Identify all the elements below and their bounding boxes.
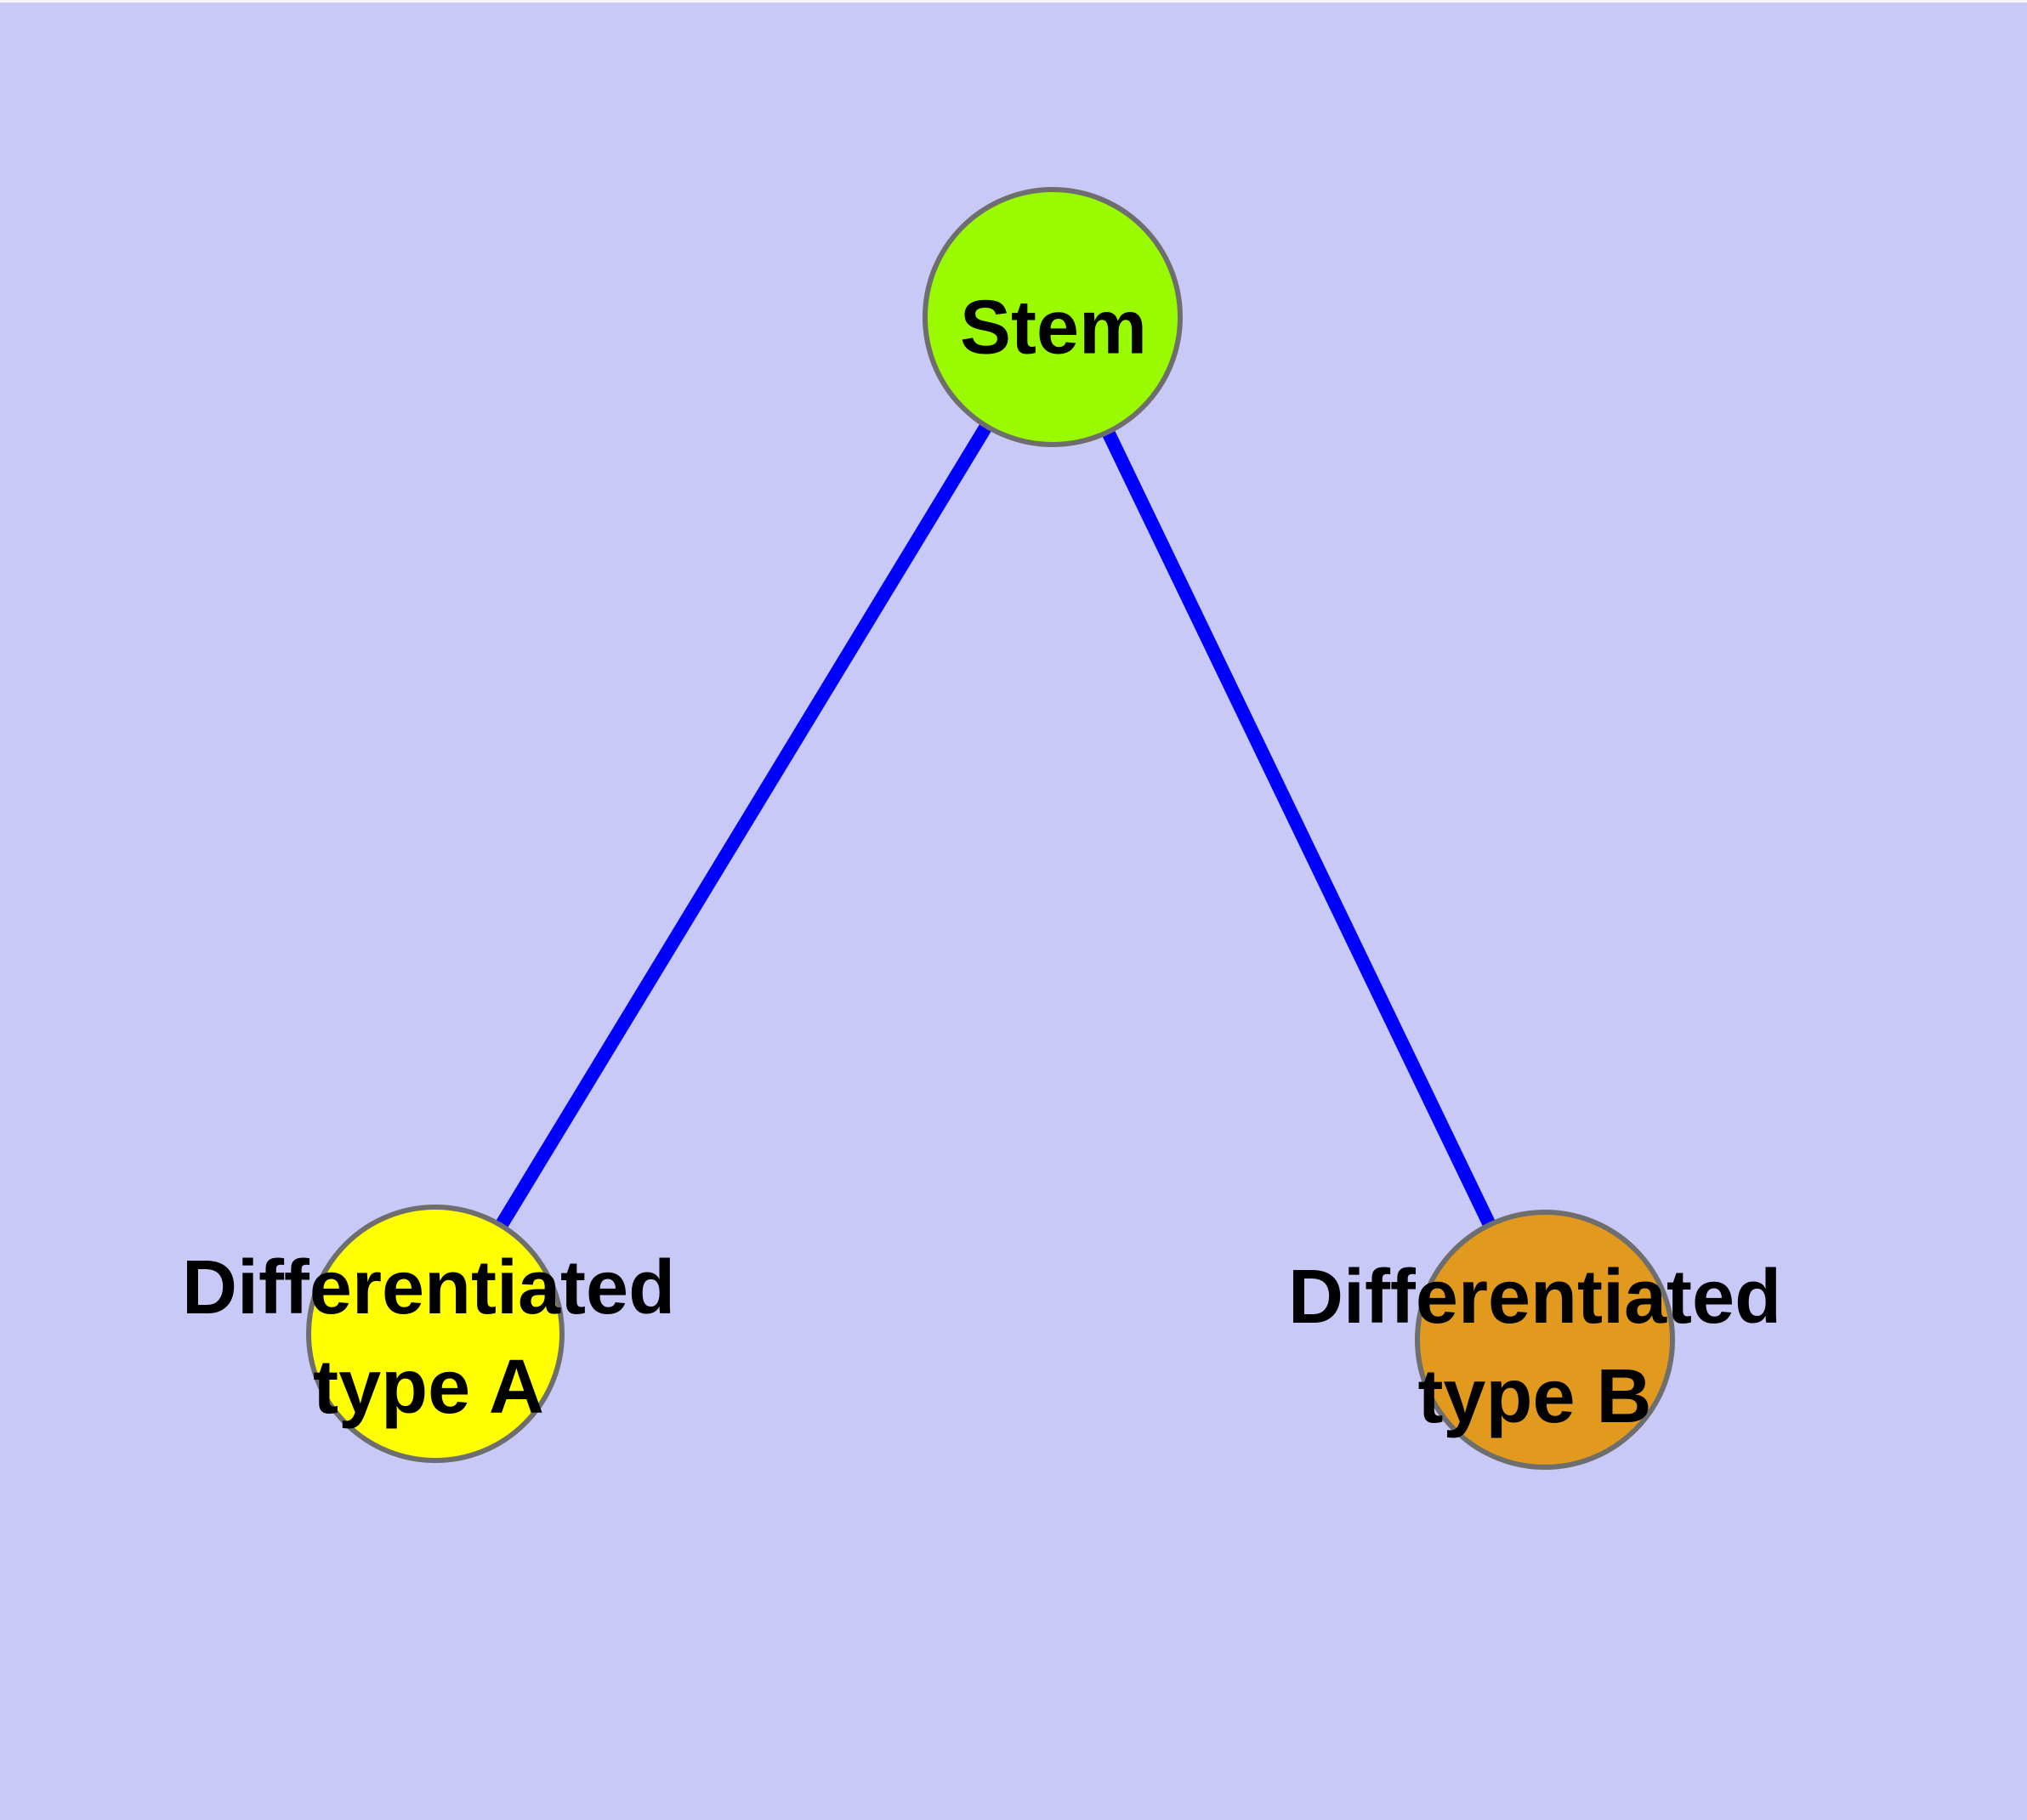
edge-stem-to-differentiated-type-b [1046, 314, 1552, 1343]
node-differentiated-type-b-circle [1415, 1210, 1675, 1470]
graph-canvas [306, 187, 1675, 1470]
node-stem-circle [923, 187, 1183, 447]
edge-stem-to-differentiated-type-a [429, 313, 1059, 1338]
node-differentiated-type-a-circle [306, 1205, 565, 1463]
